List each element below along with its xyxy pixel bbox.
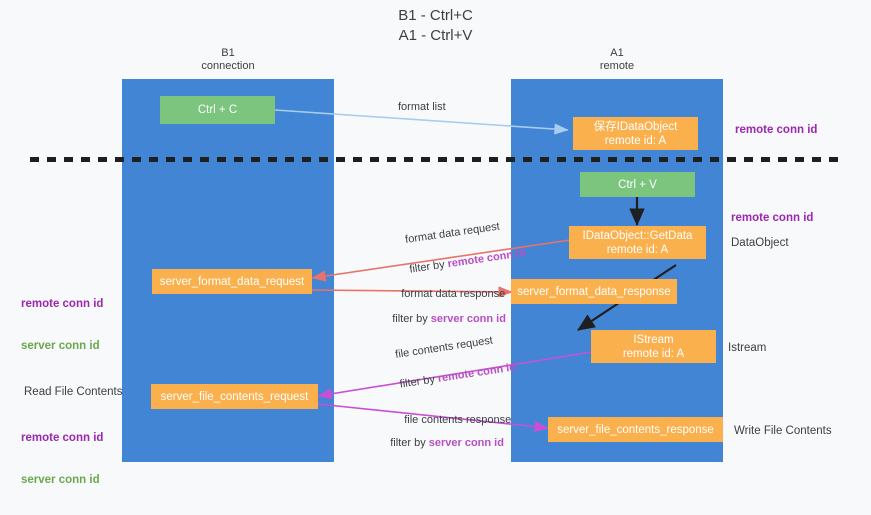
node-server-format-data-response[interactable]: server_format_data_response: [511, 279, 677, 304]
annotation-remote-conn-id-mid: remote conn id: [731, 212, 814, 224]
annotation-left-server-conn-id: server conn id: [21, 340, 100, 352]
edge-label-file-contents-request-filter-prefix: filter by: [398, 372, 439, 391]
section-divider: [30, 157, 842, 162]
node-save-idataobject[interactable]: 保存IDataObject remote id: A: [573, 117, 698, 150]
annotation-left-remote-conn-id: remote conn id: [21, 298, 104, 310]
edge-label-file-contents-response-filter-key: server conn id: [428, 437, 504, 449]
annotation-write-file-contents: Write File Contents: [734, 425, 832, 437]
node-server-file-contents-response[interactable]: server_file_contents_response: [548, 417, 723, 442]
diagram-canvas: B1 - Ctrl+C A1 - Ctrl+V B1 connection A1…: [21, 7, 842, 486]
node-ctrl-c[interactable]: Ctrl + C: [160, 96, 275, 124]
edge-label-file-contents-response-text: file contents response: [404, 414, 512, 426]
edge-format-data-request: [311, 239, 571, 282]
column-header-a1: A1 remote: [599, 47, 635, 72]
page-title: B1 - Ctrl+C A1 - Ctrl+V: [398, 7, 473, 44]
column-header-b1: B1 connection: [201, 47, 255, 72]
edge-label-format-data-response: format data response: [389, 272, 505, 317]
edge-label-format-data-request-filter-key: remote conn id: [446, 247, 527, 271]
edge-file-contents-request: [317, 351, 593, 400]
edge-format-data-response: [311, 286, 513, 298]
edge-label-format-data-request-text: format data request: [404, 220, 501, 246]
edge-label-format-list: format list: [398, 101, 446, 113]
node-server-format-data-request[interactable]: server_format_data_request: [152, 269, 312, 294]
edge-label-file-contents-response-filter: filter by server conn id: [378, 421, 504, 466]
edge-label-file-contents-response: file contents response: [392, 398, 511, 443]
edge-label-file-contents-request-text: file contents request: [394, 334, 494, 361]
annotation-remote-conn-id-top: remote conn id: [735, 124, 818, 136]
edge-label-file-contents-response-filter-prefix: filter by: [390, 437, 429, 449]
edge-format-list: [274, 109, 569, 135]
annotation-dataobject: DataObject: [731, 237, 789, 249]
node-idataobject-getdata[interactable]: IDataObject::GetData remote id: A: [569, 226, 706, 259]
annotation-read-file-contents: Read File Contents: [24, 386, 123, 398]
edge-label-format-data-response-filter-key: server conn id: [430, 313, 506, 325]
annotation-istream: Istream: [728, 342, 767, 354]
annotation-left-conn-ids-2: remote conn id server conn id: [21, 403, 103, 515]
annotation-left-remote-conn-id-2: remote conn id: [21, 432, 104, 444]
annotation-left-conn-ids: remote conn id server conn id: [21, 269, 103, 381]
node-server-file-contents-request[interactable]: server_file_contents_request: [151, 384, 318, 409]
node-istream[interactable]: IStream remote id: A: [591, 330, 716, 363]
edge-label-format-data-response-filter-prefix: filter by: [392, 313, 431, 325]
edge-file-contents-response: [317, 403, 549, 433]
edge-label-format-data-response-filter: filter by server conn id: [380, 297, 506, 342]
edge-label-format-data-response-text: format data response: [401, 288, 506, 300]
annotation-left-server-conn-id-2: server conn id: [21, 474, 100, 486]
node-ctrl-v[interactable]: Ctrl + V: [580, 172, 695, 197]
edge-label-file-contents-request-filter-key: remote conn id: [436, 361, 517, 385]
